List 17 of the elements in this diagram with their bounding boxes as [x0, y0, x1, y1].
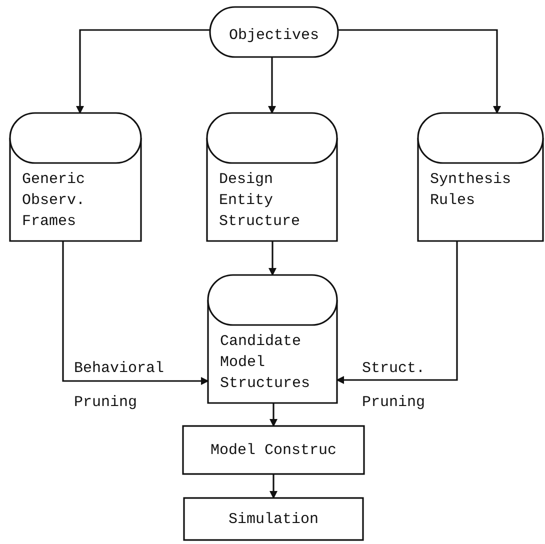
arrow [268, 57, 276, 114]
arrow [270, 474, 278, 499]
node-label: Objectives [228, 26, 319, 46]
node-label: Synthesis Rules [430, 170, 512, 211]
arrow [270, 403, 278, 427]
node-label: Simulation [228, 510, 318, 530]
node-label: Candidate Model Structures [220, 332, 312, 394]
arrow [76, 29, 210, 114]
arrow [336, 241, 458, 384]
node-label: Design Entity Structure [219, 170, 302, 232]
arrow [62, 241, 209, 385]
node-label: Generic Observ. Frames [22, 170, 86, 232]
edge-label: Struct. Pruning [362, 359, 426, 413]
arrow [338, 29, 501, 114]
arrow [268, 241, 276, 276]
edge-label: Behavioral Pruning [74, 359, 166, 413]
node-label: Model Construc [210, 440, 337, 460]
